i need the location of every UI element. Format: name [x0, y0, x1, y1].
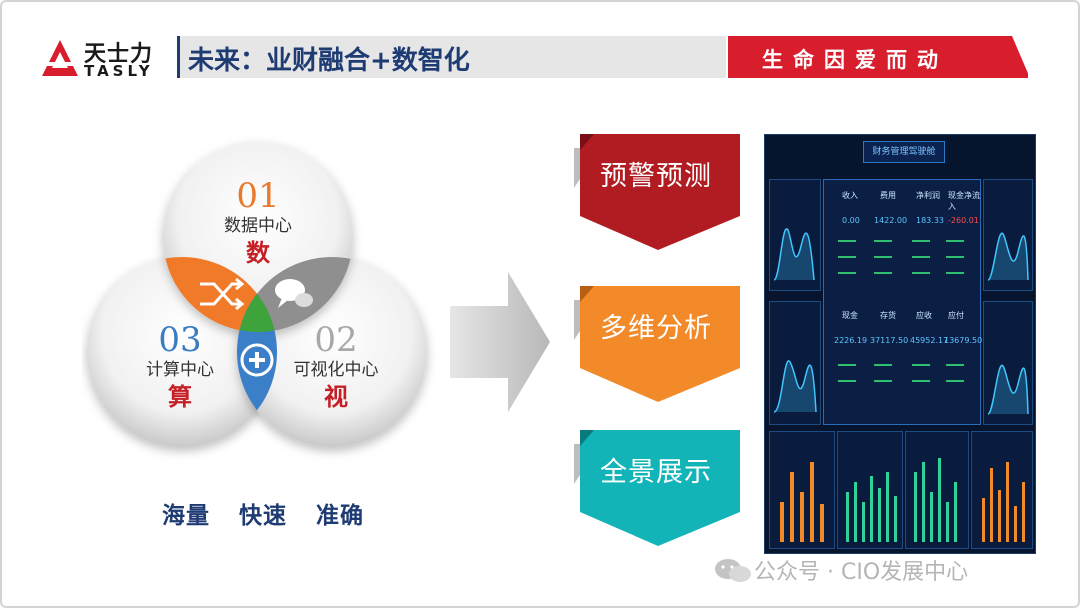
- venn-visual-label: 02 可视化中心 视: [276, 322, 396, 412]
- venn-circles: [87, 142, 427, 447]
- tagline-volume: 海量: [162, 503, 210, 529]
- overlap-data-visual: [237, 257, 353, 332]
- dash-bar-chart-4: [982, 462, 1025, 542]
- overlap-data-compute: [163, 257, 277, 332]
- logo-en-text: TASLY: [84, 62, 154, 80]
- kpi-sparkline-dots: [838, 240, 964, 382]
- feature-multidim-analysis: 多维分析: [574, 282, 740, 402]
- dash-panel-left-2: [769, 301, 821, 425]
- dash-wave-chart-2: [773, 360, 817, 413]
- slogan-text: 生命因爱而动: [762, 48, 948, 72]
- feature-warning-shape: [574, 130, 740, 250]
- visual-char: 视: [324, 383, 348, 411]
- dash-bar-chart-3: [914, 458, 957, 542]
- kpi-label-cash: 现金: [842, 311, 858, 320]
- arrow-right-icon: [450, 272, 550, 412]
- compute-center-text: 计算中心: [146, 360, 214, 380]
- dash-bar-chart-2: [846, 472, 897, 542]
- venn-data-label: 01 数据中心 数: [198, 178, 318, 268]
- feature-panorama-display: 全景展示: [574, 426, 740, 546]
- kpi-label-receivable: 应收: [916, 311, 932, 320]
- dash-panel-left-1: [769, 179, 821, 291]
- watermark-text: 公众号 · CIO发展中心: [754, 560, 969, 585]
- feature-panorama-label: 全景展示: [600, 457, 712, 488]
- title-accent: [177, 36, 181, 78]
- kpi-value-payable: 13679.50: [944, 336, 983, 345]
- kpi-label-inventory: 存货: [880, 311, 896, 320]
- venn-compute-label: 03 计算中心 算: [120, 322, 240, 412]
- dash-panel-right-1: [983, 179, 1033, 291]
- kpi-label-profit: 净利润: [916, 191, 940, 200]
- feature-multidim-label: 多维分析: [600, 313, 712, 344]
- dash-panel-right-2: [983, 301, 1033, 425]
- data-char: 数: [246, 239, 270, 267]
- plus-circle-icon: [240, 343, 274, 377]
- dash-bar-panel-2: [837, 431, 903, 549]
- page-title: 未来：业财融合+数智化: [188, 46, 470, 76]
- shuffle-icon: [200, 277, 245, 311]
- feature-panorama-shape: [574, 430, 740, 546]
- tagline-speed: 快速: [239, 503, 288, 529]
- compute-char: 算: [168, 383, 192, 411]
- dash-bar-panel-3: [905, 431, 969, 549]
- tasly-logo-mark-icon: [42, 40, 78, 76]
- kpi-label-expense: 费用: [880, 191, 896, 200]
- kpi-value-profit: 183.33: [916, 216, 944, 225]
- kpi-value-receivable: 45952.17: [910, 336, 949, 345]
- kpi-value-cash: 2226.19: [834, 336, 868, 345]
- logo-cn-text: 天士力: [84, 42, 154, 67]
- wechat-icon: [715, 559, 751, 582]
- chat-icon: [275, 279, 313, 308]
- dash-bar-chart-1: [780, 462, 824, 542]
- kpi-label-cashflow: 现金净流入: [948, 191, 980, 211]
- slogan-bar: 生命因爱而动: [728, 36, 1030, 78]
- visual-num: 02: [314, 320, 358, 360]
- title-bar: 未来：业财融合+数智化: [180, 36, 726, 78]
- tagline-accuracy: 准确: [316, 503, 365, 529]
- dash-wave-chart-4: [987, 364, 1029, 415]
- dash-wave-chart: [773, 228, 815, 281]
- kpi-label-revenue: 收入: [842, 191, 858, 200]
- dash-bar-panel-4: [971, 431, 1033, 549]
- kpi-label-payable: 应付: [948, 311, 964, 320]
- tagline: 海量 快速 准确: [162, 496, 384, 530]
- data-num: 01: [236, 176, 280, 216]
- dash-wave-chart-3: [987, 232, 1029, 281]
- dashboard-title: 财务管理驾驶舱: [863, 141, 945, 163]
- dash-bar-panel-1: [769, 431, 835, 549]
- feature-multidim-shape: [574, 286, 740, 402]
- kpi-value-revenue: 0.00: [842, 216, 860, 225]
- tasly-logo: 天士力 TASLY: [40, 38, 170, 82]
- feature-warning-forecast: 预警预测: [574, 130, 740, 250]
- feature-warning-label: 预警预测: [600, 161, 712, 192]
- compute-num: 03: [158, 320, 202, 360]
- kpi-value-inventory: 37117.50: [870, 336, 909, 345]
- finance-dashboard-image: 财务管理驾驶舱 收入 费用 净利润 现金净流入 0.00: [764, 134, 1036, 554]
- kpi-value-cashflow: -260.01: [948, 216, 979, 225]
- visual-center-text: 可视化中心: [293, 360, 379, 380]
- venn-diagram: 01 数据中心 数 03 计算中心 算 02 可视化中心 视: [82, 132, 462, 472]
- dash-kpi-panel: 收入 费用 净利润 现金净流入 0.00 1422.00 183.33 -260…: [823, 179, 983, 425]
- kpi-value-expense: 1422.00: [874, 216, 908, 225]
- data-center-text: 数据中心: [224, 216, 292, 236]
